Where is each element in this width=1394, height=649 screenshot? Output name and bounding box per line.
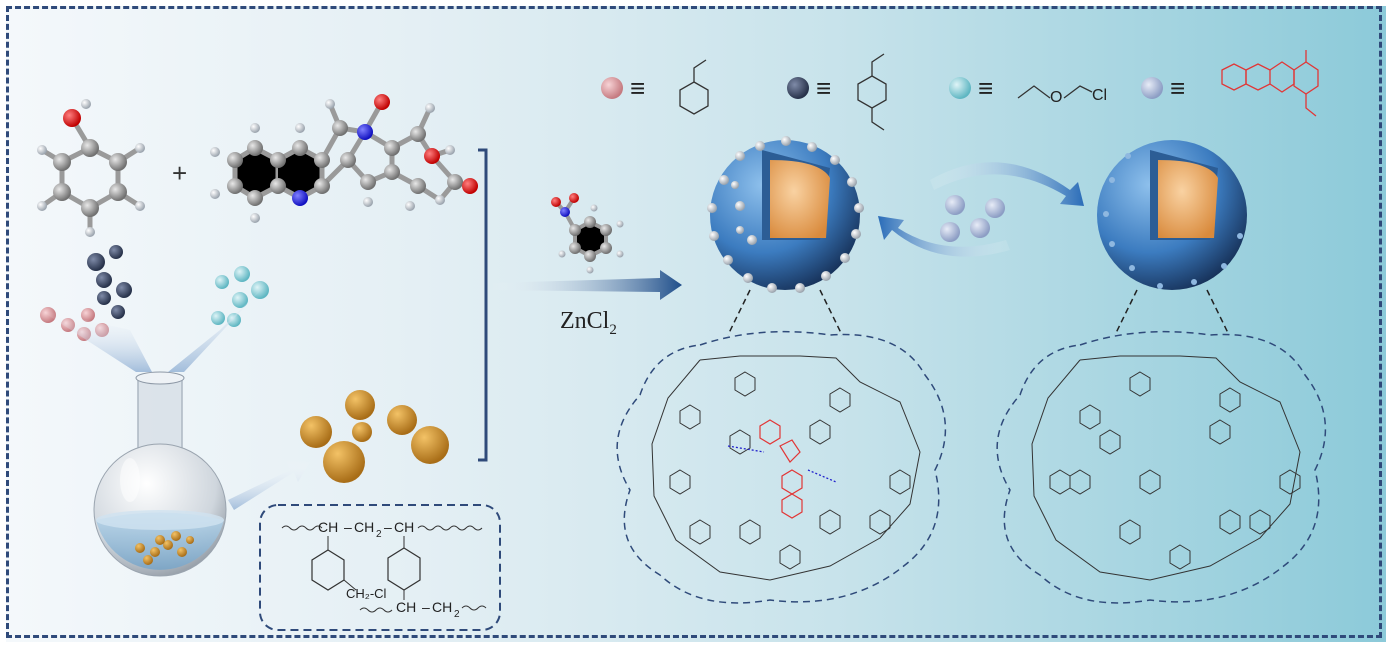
- non-imprinted-network-detail: [996, 330, 1327, 604]
- legend-styrene: ≡: [601, 59, 709, 115]
- non-imprinted-sphere-icon: [1097, 140, 1247, 290]
- cme-beads: [211, 266, 269, 327]
- polymer-ch-3: CH: [396, 599, 416, 615]
- cme-oxygen: O: [1050, 89, 1062, 106]
- dvb-beads: [87, 245, 132, 319]
- elution-arrow: [930, 162, 1084, 206]
- imprinted-sphere-icon: [707, 136, 864, 293]
- polymer-ch2-b: CH: [432, 599, 452, 615]
- resin-beads: [300, 390, 449, 483]
- camptothecin-molecule-icon: [210, 94, 478, 223]
- cme-chlorine: Cl: [1092, 87, 1107, 104]
- legend-dvb: ≡: [787, 53, 887, 131]
- polymer-sub-2b: 2: [454, 609, 460, 620]
- reagent-formula: ZnCl: [560, 308, 610, 334]
- rebinding-arrow: [878, 216, 1010, 257]
- plus-sign: +: [172, 158, 187, 188]
- polymer-dash-1: –: [344, 519, 352, 535]
- polymer-ch2: CH: [354, 519, 374, 535]
- polymer-structure-box: CH – CH 2 – CH CH₂-Cl CH – CH 2: [259, 504, 501, 631]
- round-bottom-flask-icon: [93, 371, 227, 577]
- imprinted-network-detail: [616, 330, 947, 604]
- phenol-molecule-icon: [37, 99, 145, 237]
- equiv-2: ≡: [816, 73, 831, 103]
- polymer-dash-3: –: [422, 599, 430, 615]
- reagent-label: ZnCl2: [560, 308, 617, 339]
- legend-cme: ≡ O Cl: [949, 73, 1107, 106]
- polymer-dash-2: –: [384, 519, 392, 535]
- equiv-1: ≡: [630, 73, 645, 103]
- reagent-subscript: 2: [609, 321, 617, 338]
- reactant-bracket: [478, 148, 488, 462]
- template-beads: [940, 195, 1005, 242]
- flask-output-arrow: [228, 460, 310, 510]
- nitrobenzene-molecule-icon: [551, 193, 624, 274]
- equiv-4: ≡: [1170, 73, 1185, 103]
- polymer-sub-2: 2: [376, 529, 382, 540]
- reaction-arrow: [490, 270, 682, 300]
- polymer-ch-1: CH: [318, 519, 338, 535]
- polymer-ch2cl: CH₂-Cl: [346, 586, 387, 601]
- legend-template: ≡: [1141, 50, 1319, 117]
- equiv-3: ≡: [978, 73, 993, 103]
- polymer-ch-2: CH: [394, 519, 414, 535]
- left-funnel: [40, 310, 152, 372]
